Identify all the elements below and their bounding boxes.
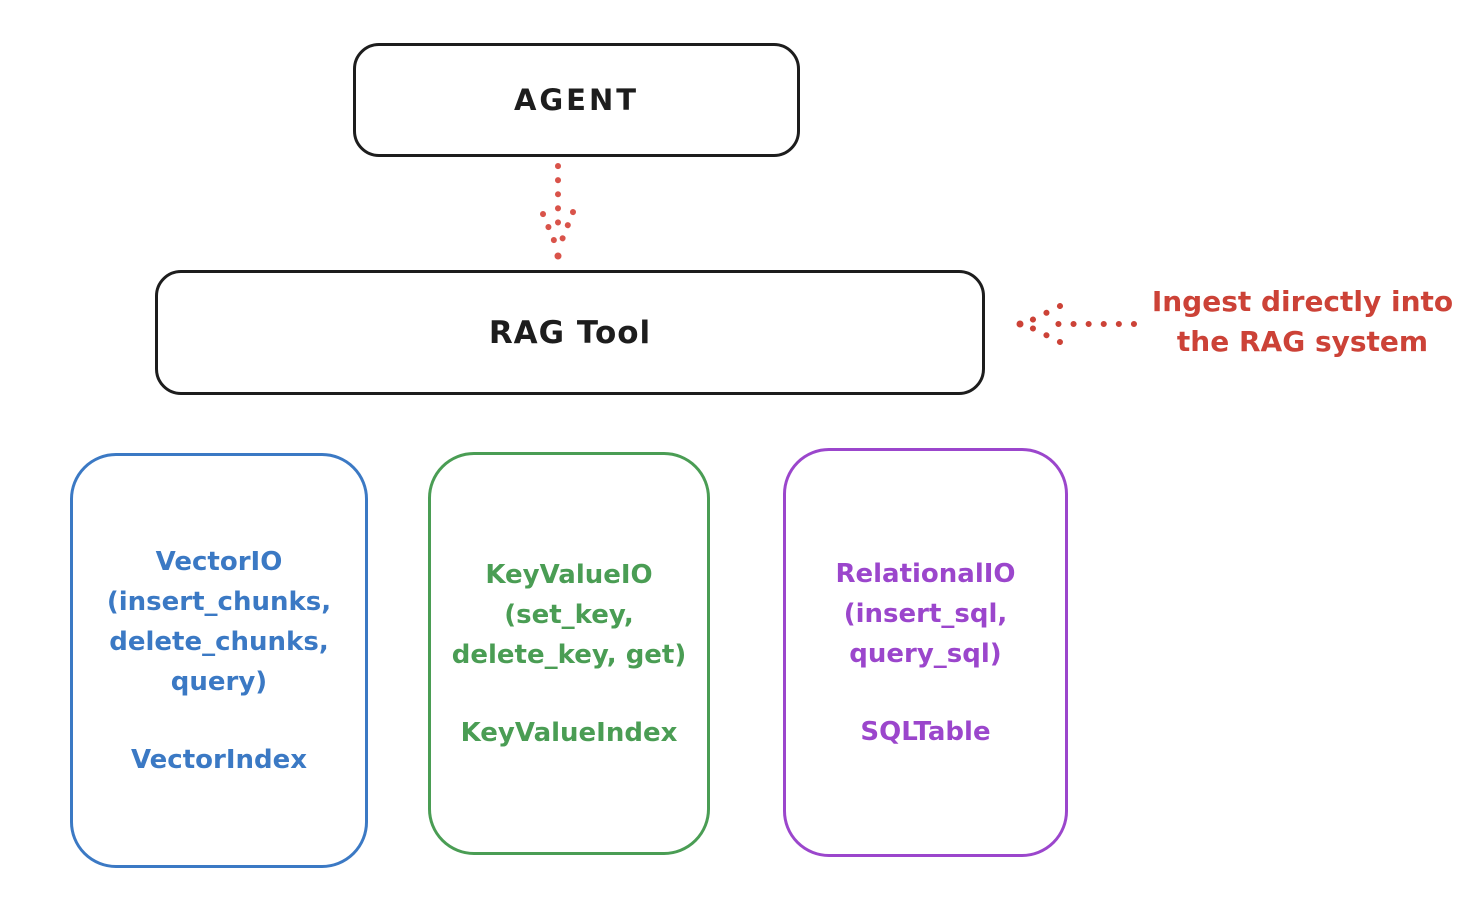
vector-io-line: delete_chunks, <box>109 626 329 657</box>
relational-io-box: RelationalIO (insert_sql, query_sql) SQL… <box>783 448 1068 857</box>
keyvalue-io-box: KeyValueIO (set_key, delete_key, get) Ke… <box>428 452 710 855</box>
agent-node: AGENT <box>353 43 800 157</box>
relational-io-line: (insert_sql, <box>843 598 1008 629</box>
vector-io-box: VectorIO (insert_chunks, delete_chunks, … <box>70 453 368 868</box>
keyvalue-io-line: KeyValueIO <box>485 559 653 590</box>
vector-io-line: VectorIO <box>155 546 283 577</box>
keyvalue-io-line: (set_key, <box>504 599 634 630</box>
agent-label: AGENT <box>513 83 640 117</box>
rag-tool-node: RAG Tool <box>155 270 985 395</box>
ingest-annotation-line2: the RAG system <box>1176 325 1429 358</box>
keyvalue-index-label: KeyValueIndex <box>460 717 678 748</box>
keyvalue-io-line: delete_key, get) <box>451 639 687 670</box>
ingest-annotation: Ingest directly into the RAG system <box>1135 282 1470 362</box>
vector-index-label: VectorIndex <box>130 744 308 775</box>
ingest-arrow <box>1016 303 1137 345</box>
rag-tool-label: RAG Tool <box>488 314 652 351</box>
sql-table-label: SQLTable <box>860 716 991 747</box>
agent-to-rag-tool-arrow <box>540 163 576 260</box>
relational-io-line: RelationalIO <box>835 558 1016 589</box>
vector-io-line: query) <box>170 666 268 697</box>
vector-io-line: (insert_chunks, <box>106 586 332 617</box>
relational-io-line: query_sql) <box>849 638 1002 669</box>
ingest-annotation-line1: Ingest directly into <box>1151 285 1454 318</box>
